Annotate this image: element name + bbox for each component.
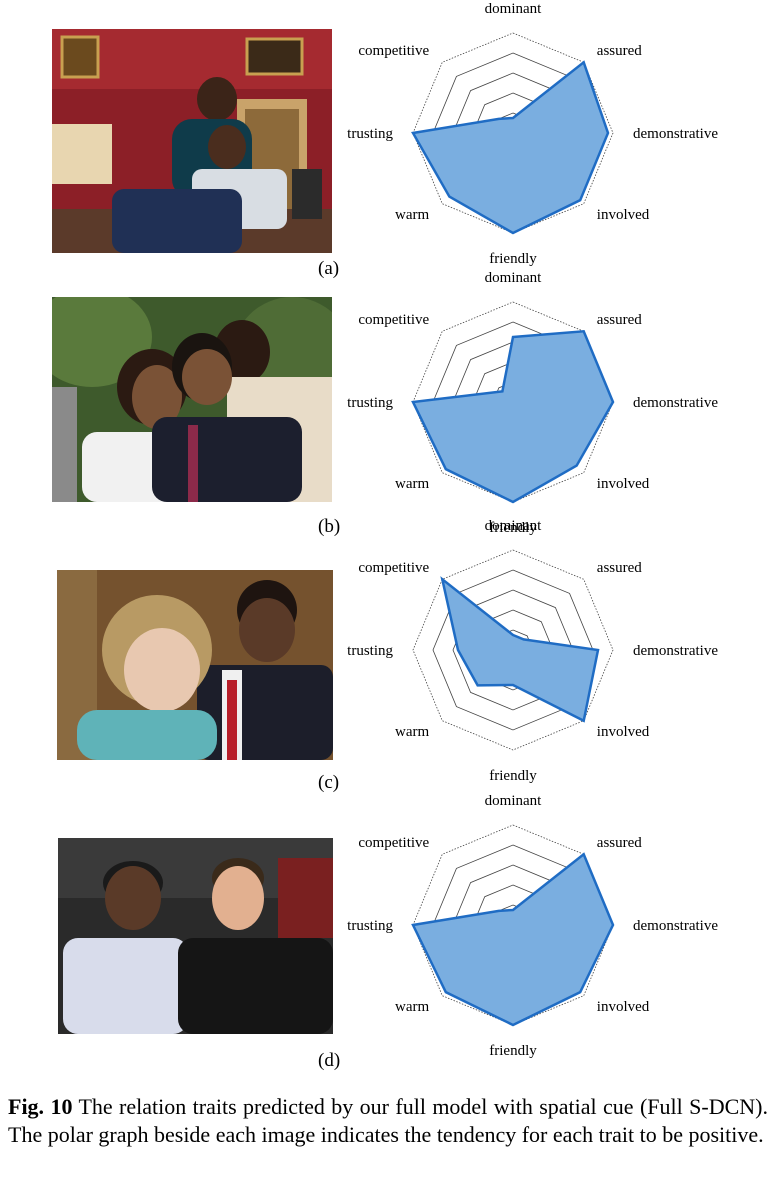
trait-label-assured: assured <box>597 835 642 851</box>
trait-label-assured: assured <box>597 43 642 59</box>
trait-label-competitive: competitive <box>358 312 429 328</box>
trait-label-involved: involved <box>597 999 650 1015</box>
panel-label-a: (a) <box>318 258 340 279</box>
trait-label-warm: warm <box>395 476 429 492</box>
photo-a <box>52 29 332 253</box>
panel-label-b: (b) <box>318 516 341 537</box>
figure-caption: Fig. 10 The relation traits predicted by… <box>8 1093 768 1149</box>
radar-chart-c: dominant assured demonstrative involved frie… <box>347 518 730 787</box>
trait-label-competitive: competitive <box>358 560 429 576</box>
trait-label-demonstrative: demonstrative <box>633 643 718 659</box>
trait-label-warm: warm <box>395 724 429 740</box>
trait-label-competitive: competitive <box>358 835 429 851</box>
trait-label-assured: assured <box>597 312 642 328</box>
trait-label-friendly: friendly <box>489 1043 537 1059</box>
trait-label-warm: warm <box>395 999 429 1015</box>
trait-label-trusting: trusting <box>347 126 393 142</box>
radar-value-polygon <box>411 329 615 504</box>
trait-label-warm: warm <box>395 207 429 223</box>
trait-label-trusting: trusting <box>347 643 393 659</box>
trait-label-involved: involved <box>597 724 650 740</box>
radar-chart-a: dominant assured demonstrative involved frie… <box>347 1 730 270</box>
radar-value-polygon <box>440 576 600 723</box>
panel-label-d: (d) <box>318 1050 341 1071</box>
trait-label-involved: involved <box>597 207 650 223</box>
trait-label-dominant: dominant <box>485 518 542 534</box>
trait-label-friendly: friendly <box>489 768 537 784</box>
photo-c <box>57 570 333 760</box>
trait-label-trusting: trusting <box>347 918 393 934</box>
radar-chart-b: dominant assured demonstrative involved frie… <box>347 270 730 539</box>
trait-label-demonstrative: demonstrative <box>633 395 718 411</box>
trait-label-friendly: friendly <box>489 520 537 536</box>
photo-d <box>58 838 333 1034</box>
radar-value-polygon <box>411 852 615 1027</box>
radar-grid-ring <box>412 549 614 751</box>
trait-label-dominant: dominant <box>485 1 542 17</box>
trait-label-friendly: friendly <box>489 251 537 267</box>
panel-label-c: (c) <box>318 772 340 793</box>
trait-label-dominant: dominant <box>485 270 542 286</box>
radar-chart-d: dominant assured demonstrative involved frie… <box>347 793 730 1062</box>
caption-text: The relation traits predicted by our ful… <box>8 1094 768 1147</box>
caption-lead: Fig. 10 <box>8 1094 73 1119</box>
trait-label-demonstrative: demonstrative <box>633 126 718 142</box>
trait-label-demonstrative: demonstrative <box>633 918 718 934</box>
trait-label-dominant: dominant <box>485 793 542 809</box>
photo-b <box>52 297 332 502</box>
trait-label-assured: assured <box>597 560 642 576</box>
trait-label-involved: involved <box>597 476 650 492</box>
radar-value-polygon <box>411 60 610 235</box>
trait-label-competitive: competitive <box>358 43 429 59</box>
trait-label-trusting: trusting <box>347 395 393 411</box>
